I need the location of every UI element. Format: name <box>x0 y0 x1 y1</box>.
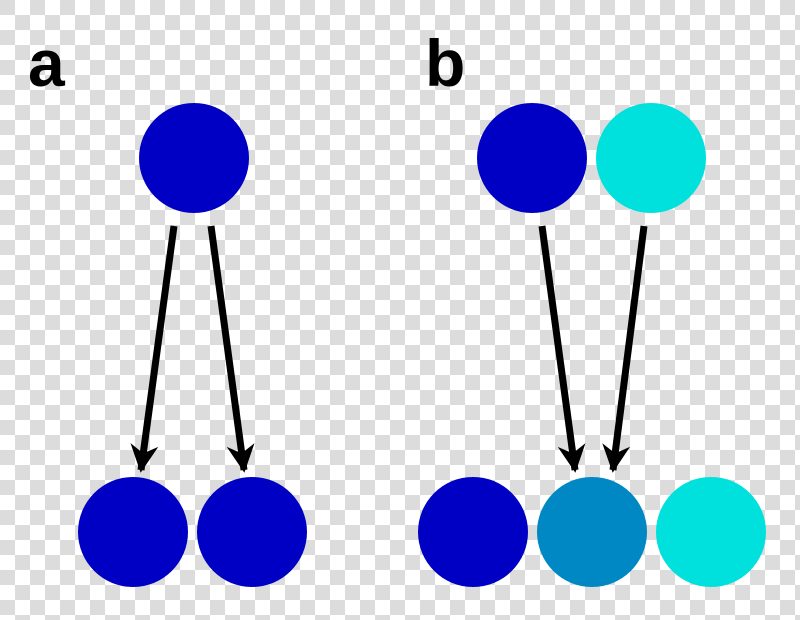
child-circle-b-cyan <box>656 477 766 587</box>
child-circle-b-mixed <box>537 477 647 587</box>
panel-label-b: b <box>425 26 465 100</box>
arrow-b-right <box>602 225 648 473</box>
panel-label-a: a <box>28 26 66 100</box>
parent-circle-b-cyan <box>596 103 706 213</box>
arrow-a-left <box>130 225 178 473</box>
arrow-a-right <box>207 225 255 473</box>
arrow-b-left <box>538 225 586 473</box>
child-circle-a-1 <box>78 477 188 587</box>
child-circle-a-2 <box>197 477 307 587</box>
parent-circle-a <box>139 103 249 213</box>
parent-circle-b-blue <box>477 103 587 213</box>
child-circle-b-blue <box>418 477 528 587</box>
